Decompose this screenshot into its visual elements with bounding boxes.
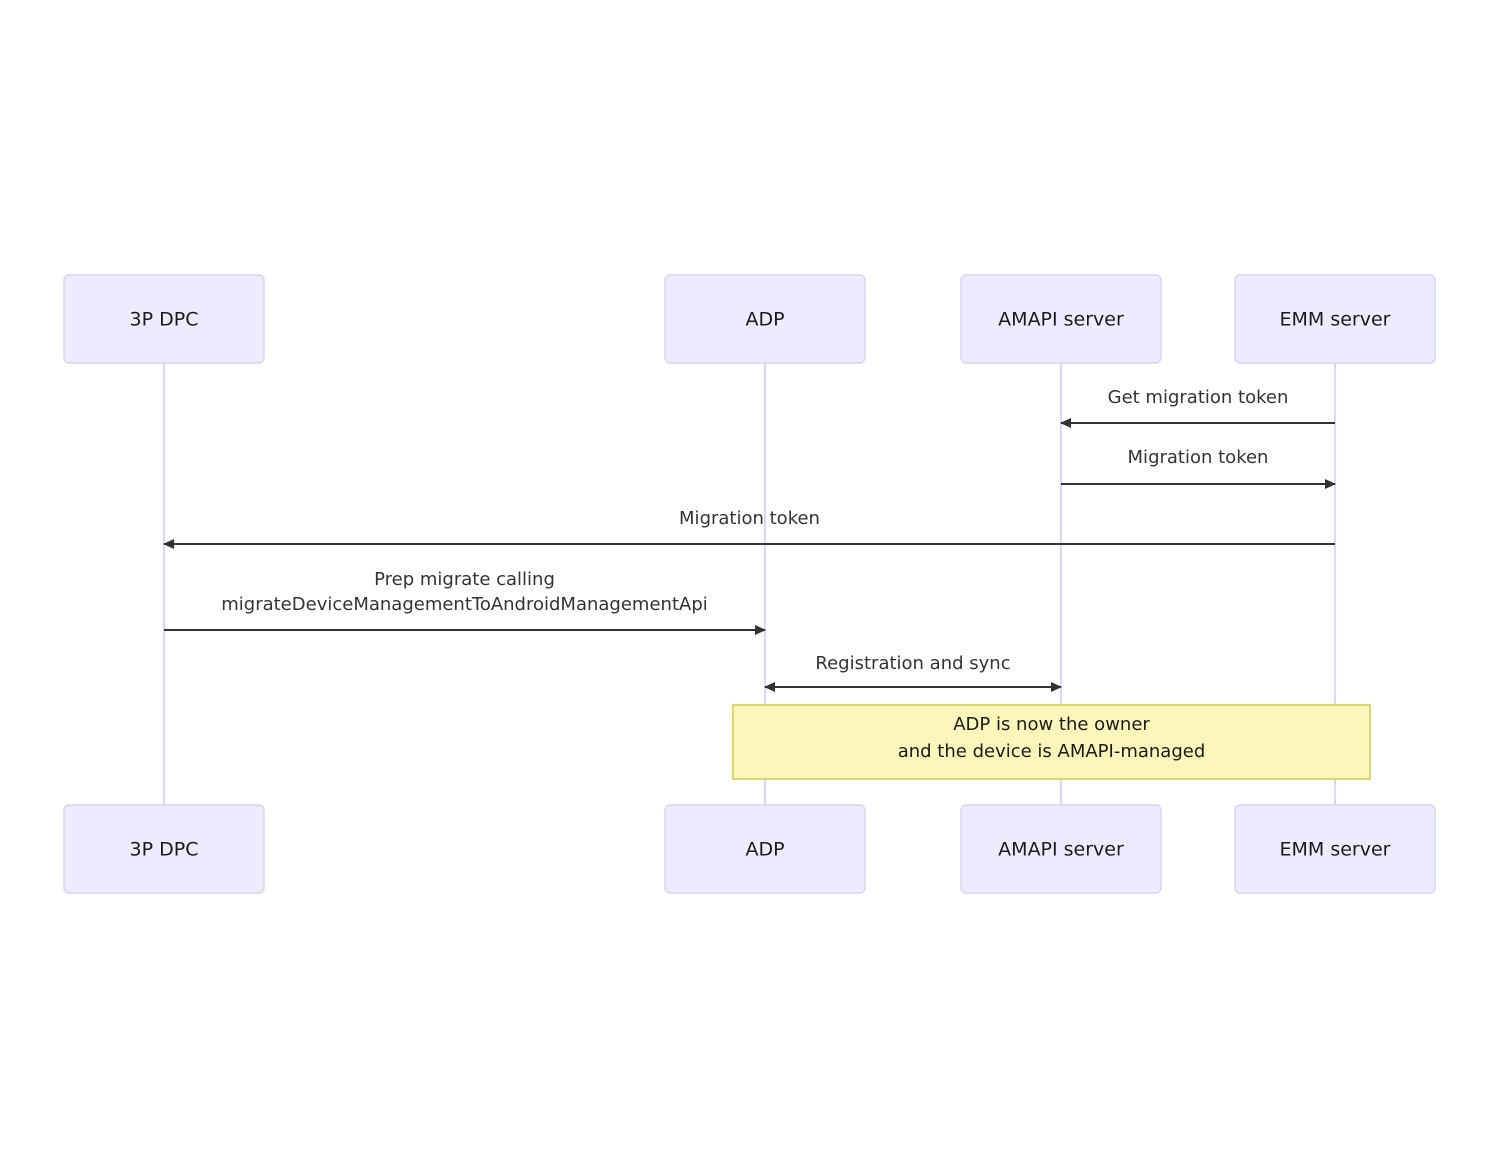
participant-dpc-top[interactable]: 3P DPC: [63, 274, 265, 364]
participant-adp-bottom[interactable]: ADP: [664, 804, 866, 894]
message-label: migrateDeviceManagementToAndroidManageme…: [221, 594, 708, 615]
participant-box[interactable]: [664, 804, 866, 894]
message-m4: Prep migrate calling migrateDeviceManagem…: [164, 569, 766, 635]
message-m1: Get migration token: [1060, 387, 1335, 428]
participant-box[interactable]: [63, 804, 265, 894]
participant-box[interactable]: [960, 804, 1162, 894]
note-text-line: and the device is AMAPI-managed: [898, 741, 1206, 762]
message-m3: Migration token: [163, 508, 1335, 549]
participant-label: ADP: [745, 839, 784, 861]
participant-box[interactable]: [664, 274, 866, 364]
message-m2: Migration token: [1061, 447, 1336, 489]
participant-label: 3P DPC: [130, 309, 199, 331]
participant-label: EMM server: [1280, 309, 1391, 331]
participant-box[interactable]: [1234, 804, 1436, 894]
message-label: Migration token: [679, 508, 820, 529]
participant-adp-top[interactable]: ADP: [664, 274, 866, 364]
message-m5: Registration and sync: [764, 653, 1062, 692]
participant-label: ADP: [745, 309, 784, 331]
message-label: Migration token: [1128, 447, 1269, 468]
message-label: Get migration token: [1108, 387, 1289, 408]
participant-label: 3P DPC: [130, 839, 199, 861]
participant-box[interactable]: [63, 274, 265, 364]
note-box: [732, 704, 1371, 780]
message-label: Registration and sync: [815, 653, 1010, 674]
participant-label: AMAPI server: [998, 839, 1124, 861]
participant-amapi-top[interactable]: AMAPI server: [960, 274, 1162, 364]
notes-group: ADP is now the owner and the device is AM…: [732, 704, 1371, 780]
participant-emm-top[interactable]: EMM server: [1234, 274, 1436, 364]
participants-bottom-group: 3P DPC ADP AMAPI server EMM server: [63, 804, 1436, 894]
participant-box[interactable]: [1234, 274, 1436, 364]
participant-label: AMAPI server: [998, 309, 1124, 331]
note-n1: ADP is now the owner and the device is AM…: [732, 704, 1371, 780]
message-label: Prep migrate calling: [374, 569, 555, 590]
participant-label: EMM server: [1280, 839, 1391, 861]
participants-top-group: 3P DPC ADP AMAPI server EMM server: [63, 274, 1436, 364]
participant-emm-bottom[interactable]: EMM server: [1234, 804, 1436, 894]
participant-amapi-bottom[interactable]: AMAPI server: [960, 804, 1162, 894]
participant-box[interactable]: [960, 274, 1162, 364]
participant-dpc-bottom[interactable]: 3P DPC: [63, 804, 265, 894]
note-text-line: ADP is now the owner: [953, 714, 1150, 735]
